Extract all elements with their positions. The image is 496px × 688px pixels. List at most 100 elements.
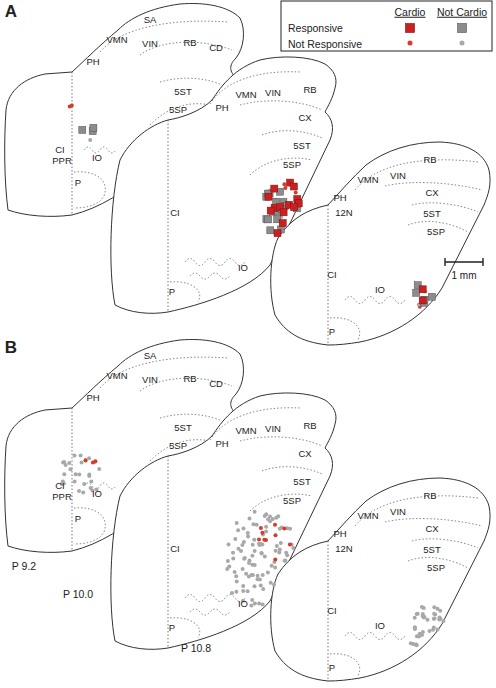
cardio-site [282,182,286,186]
legend-label: Not Responsive [288,39,362,50]
cardio-site [91,460,95,464]
level-label: P 10.8 [181,643,211,654]
cardio-site [273,523,277,527]
region-label: SA [144,351,157,361]
unresponsive-site [416,612,420,616]
level-label: P 9.2 [12,561,36,572]
region-label: PH [215,103,228,113]
unresponsive-site [231,551,235,555]
cardio-site [68,105,72,109]
responsive-site [413,289,420,296]
region-label: 5SP [427,227,445,237]
region-label: CX [425,524,438,534]
unresponsive-site [284,551,288,555]
unresponsive-site [253,549,257,553]
region-label: PH [333,529,346,539]
unresponsive-site [433,617,437,621]
region-label: 5SP [283,496,301,506]
unresponsive-site [69,467,73,471]
legend-sample-red-square [406,24,415,33]
unresponsive-site [84,458,88,462]
unresponsive-site [273,566,277,570]
unresponsive-site [269,581,273,585]
cardio-site [282,527,286,531]
unresponsive-site [241,567,245,571]
region-label: P [75,178,81,188]
unresponsive-site [240,543,244,547]
legend-sample-red-dot [408,41,413,46]
region-label: CX [298,113,311,123]
unresponsive-site [230,591,234,595]
panel-letter: B [5,339,17,356]
region-label: 5ST [423,209,440,219]
cardio-site [274,533,278,537]
unresponsive-site [88,138,92,142]
unresponsive-site [80,460,84,464]
unresponsive-site [234,590,238,594]
region-label: VMN [106,35,127,45]
unresponsive-site [253,584,257,588]
region-label: CD [209,379,223,389]
unresponsive-site [226,559,230,563]
region-label: VIN [142,375,158,385]
unresponsive-site [260,551,264,555]
region-label: IO [238,263,248,273]
cardio-site [283,186,287,190]
cardio-site [288,542,292,546]
unresponsive-site [259,542,263,546]
unresponsive-site [413,627,417,631]
unresponsive-site [264,525,268,529]
unresponsive-site [414,642,418,646]
unresponsive-site [421,612,425,616]
cardio-site [273,558,277,562]
column-header: Not Cardio [437,7,487,18]
region-label: 5SP [283,160,301,170]
unresponsive-site [432,612,436,616]
unresponsive-site [253,510,257,514]
unresponsive-site [74,472,78,476]
region-label: VIN [265,88,281,98]
region-label: P [329,663,335,673]
unresponsive-site [420,605,424,609]
responsive-cardio-site [267,207,274,214]
region-label: VMN [106,371,127,381]
unresponsive-site [235,579,239,583]
legend-sample-grey-square [458,24,467,33]
region-label: PH [333,193,346,203]
unresponsive-site [263,514,267,518]
unresponsive-site [233,537,237,541]
unresponsive-site [252,522,256,526]
responsive-cardio-site [291,204,298,211]
region-label: PH [86,393,99,403]
unresponsive-site [241,584,245,588]
region-label: P [169,623,175,633]
region-label: VIN [142,39,158,49]
unresponsive-site [79,453,83,457]
unresponsive-site [413,616,417,620]
region-label: CI [170,544,180,554]
unresponsive-site [256,577,260,581]
cardio-site [262,538,266,542]
responsive-site [267,227,274,234]
unresponsive-site [436,607,440,611]
responsive-cardio-site [290,183,297,190]
region-label: 5SP [169,441,187,451]
region-label: RB [183,38,196,48]
region-label: 5SP [427,563,445,573]
unresponsive-site [264,529,268,533]
unresponsive-site [432,626,436,630]
unresponsive-site [73,480,77,484]
unresponsive-site [77,489,81,493]
unresponsive-site [413,626,417,630]
cardio-site [260,531,264,535]
unresponsive-site [73,454,77,458]
unresponsive-site [97,467,101,471]
region-label: IO [238,599,248,609]
unresponsive-site [261,587,265,591]
unresponsive-site [227,542,231,546]
unresponsive-site [243,556,247,560]
column-header: Cardio [395,7,426,18]
